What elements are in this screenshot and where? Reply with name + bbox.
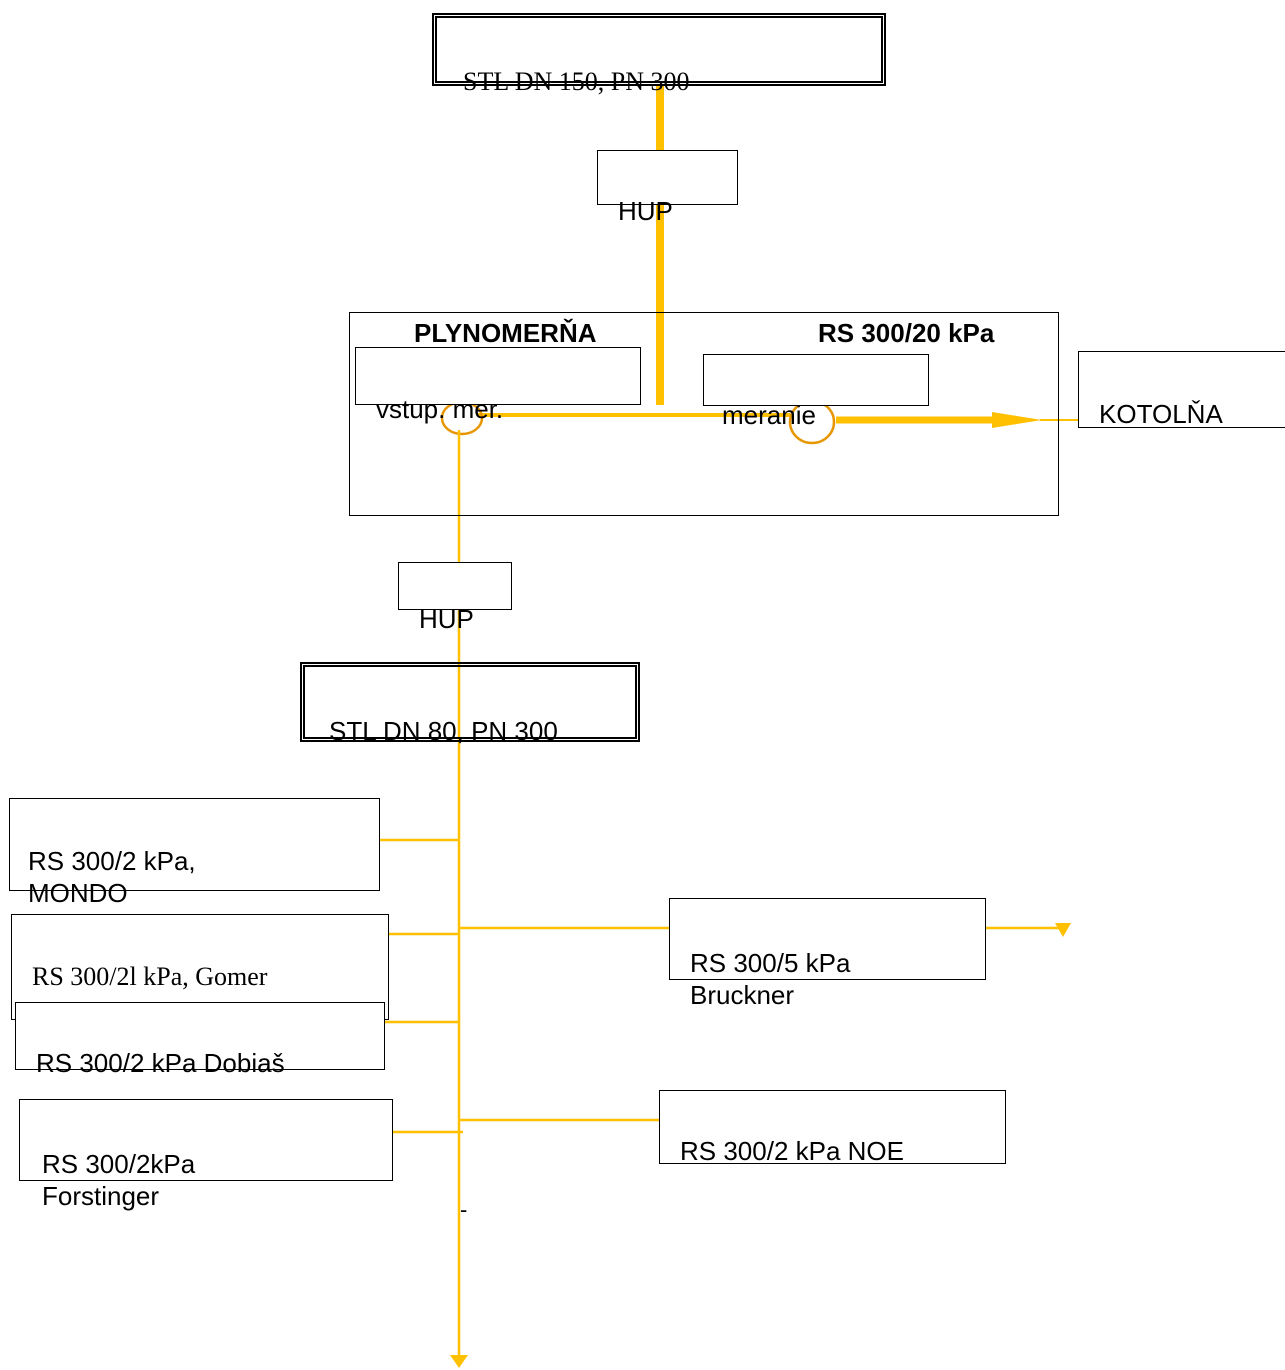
consumer-bruckner-label: RS 300/5 kPa Bruckner — [690, 948, 851, 1010]
hup-top-label: HUP — [618, 196, 673, 226]
inlet-meter-box: vstup. mer. — [355, 347, 641, 424]
consumer-dobias-box: RS 300/2 kPa Dobiaš — [15, 1002, 385, 1078]
consumer-forstinger-box: RS 300/2kPa Forstinger — [19, 1099, 393, 1211]
boiler-feed-arrow — [992, 412, 1042, 428]
metering-label: meranie — [722, 400, 816, 430]
hup-mid-box: HUP — [398, 562, 512, 634]
metering-station-box — [349, 312, 1059, 516]
supply-pipe-label: STL DN 150, PN 300 — [463, 67, 690, 96]
distribution-pipe-box: STL DN 80, PN 300 — [300, 662, 640, 746]
consumer-gomer-label: RS 300/2l kPa, Gomer — [32, 962, 268, 991]
consumer-mondo-box: RS 300/2 kPa, MONDO — [9, 798, 380, 908]
consumer-noe-label: RS 300/2 kPa NOE — [680, 1136, 904, 1166]
bruckner-outlet-arrow — [1055, 923, 1071, 937]
consumer-mondo-label: RS 300/2 kPa, MONDO — [28, 846, 196, 908]
hup-mid-label: HUP — [419, 604, 474, 634]
station-title: PLYNOMERŇA — [414, 318, 597, 348]
trunk-end-arrow — [450, 1355, 468, 1368]
boiler-room-label: KOTOLŇA — [1099, 399, 1223, 429]
metering-box: meranie — [703, 354, 929, 430]
consumer-forstinger-label: RS 300/2kPa Forstinger — [42, 1149, 196, 1211]
consumer-bruckner-box: RS 300/5 kPa Bruckner — [669, 898, 986, 1010]
station-regulator-label: RS 300/20 kPa — [818, 318, 995, 348]
consumer-dobias-label: RS 300/2 kPa Dobiaš — [36, 1048, 285, 1078]
inlet-meter-label: vstup. mer. — [376, 394, 504, 424]
consumer-noe-box: RS 300/2 kPa NOE — [659, 1090, 1006, 1166]
hup-top-box: HUP — [597, 150, 738, 226]
distribution-pipe-label: STL DN 80, PN 300 — [329, 716, 558, 746]
stray-mark: - — [460, 1197, 468, 1222]
supply-pipe-box: STL DN 150, PN 300 — [432, 13, 886, 96]
boiler-room-box: KOTOLŇA — [1078, 351, 1285, 429]
